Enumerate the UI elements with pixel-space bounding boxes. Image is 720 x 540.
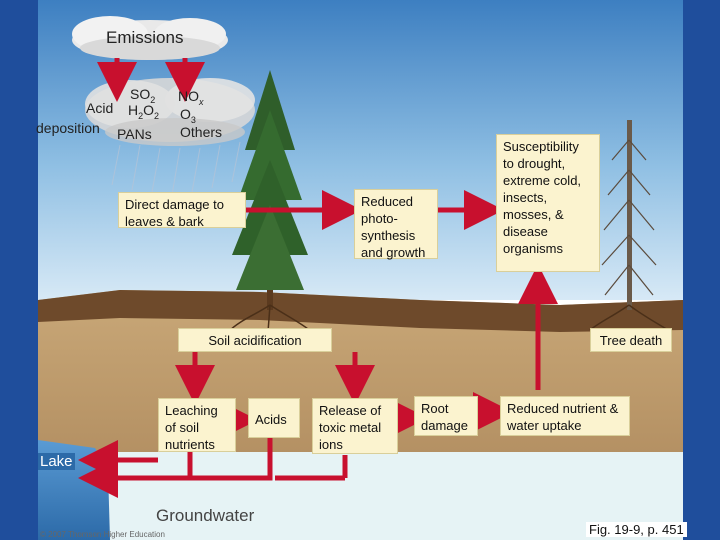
h2o2-o: O <box>143 102 155 118</box>
reduced-nutrient-box: Reduced nutrient & water uptake <box>500 396 630 436</box>
reduced-photosynthesis-box: Reduced photo- synthesis and growth <box>354 189 438 260</box>
root-damage-box: Root damage <box>414 396 478 436</box>
healthy-tree <box>232 70 308 310</box>
acid-rain-streaks <box>111 141 241 196</box>
release-metal-box: Release of toxic metal ions <box>312 398 398 454</box>
h2o2-label: H2O2 <box>128 102 159 121</box>
emissions-label: Emissions <box>106 28 184 47</box>
pans-label: PANs <box>117 126 152 142</box>
so2-subscript: 2 <box>150 94 156 105</box>
o3-text: O <box>180 106 191 122</box>
o3-label: O3 <box>180 106 196 125</box>
susceptibility-box: Susceptibility to drought, extreme cold,… <box>496 134 600 272</box>
right-frame-bar <box>683 0 720 540</box>
copyright-text: © 2007 Thomson Higher Education <box>40 530 165 539</box>
emissions-cloud <box>72 16 228 60</box>
groundwater-label: Groundwater <box>156 506 255 525</box>
h2o2-sub-b: 2 <box>154 110 160 121</box>
leaching-box: Leaching of soil nutrients <box>158 398 236 452</box>
so2-label: SO2 <box>130 86 155 105</box>
soil-acidification-box: Soil acidification <box>178 328 332 352</box>
arrow-acids-to-groundwater <box>78 435 273 498</box>
lake-label: Lake <box>38 453 75 470</box>
direct-damage-box: Direct damage to leaves & bark <box>118 192 246 229</box>
o3-subscript: 3 <box>190 114 196 125</box>
figure-reference: Fig. 19-9, p. 451 <box>586 522 687 537</box>
topsoil-layer <box>38 290 683 332</box>
acids-box: Acids <box>248 398 300 438</box>
h2o2-sub-a: 2 <box>138 110 144 121</box>
h2o2-h: H <box>128 102 139 118</box>
deposition-label: deposition <box>36 120 100 136</box>
nox-text: NO <box>178 88 199 104</box>
left-frame-bar <box>0 0 38 540</box>
tree-death-box: Tree death <box>590 328 672 352</box>
groundwater-layer <box>80 452 683 540</box>
others-label: Others <box>180 124 223 140</box>
nox-subscript: x <box>199 96 204 107</box>
so2-text: SO <box>130 86 151 102</box>
nox-label: NOx <box>178 88 204 107</box>
dying-tree <box>601 120 657 310</box>
acid-label: Acid <box>86 100 114 116</box>
